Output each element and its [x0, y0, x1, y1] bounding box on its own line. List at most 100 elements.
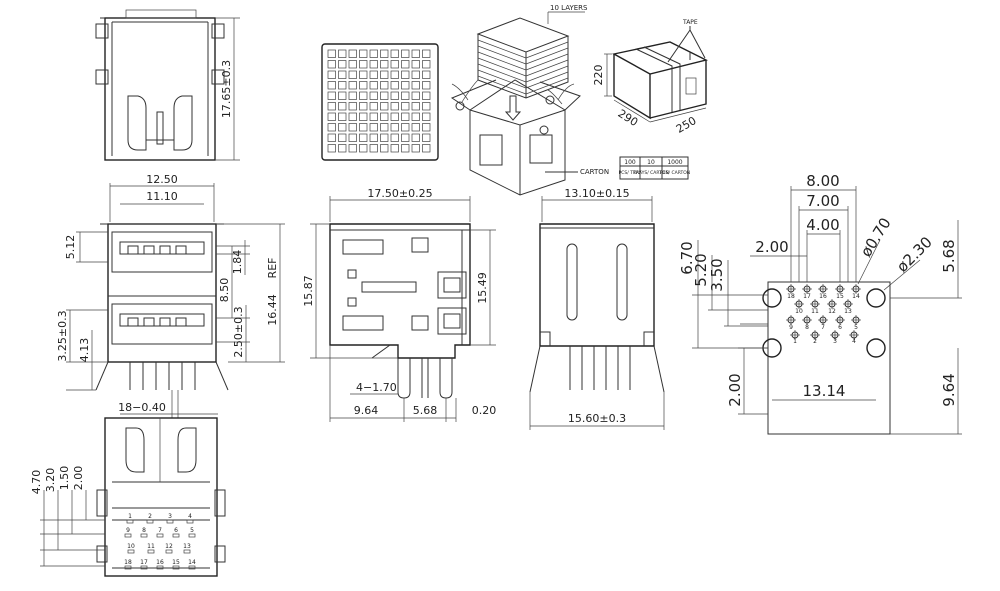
tray-cell [422, 91, 431, 100]
tray-cell [380, 133, 389, 142]
bv-pin-15: 15 [172, 559, 180, 566]
profile-h-left: 15.87 [302, 275, 315, 307]
bv-pin-7: 7 [158, 527, 162, 534]
tray-cell [401, 70, 410, 79]
tray-cell [359, 70, 368, 79]
packaging: CARTON 10 LAYERS [321, 4, 709, 196]
tray-cell [327, 102, 336, 111]
profile-holes-dim: 4−1.70 [356, 381, 397, 394]
fp-pin-18: 18 [787, 293, 795, 300]
tray-cell [348, 70, 357, 79]
tray-cell [369, 112, 378, 121]
profile-top-dim: 17.50±0.25 [367, 187, 432, 200]
tray-cell [380, 91, 389, 100]
fp-d520: 5.20 [692, 253, 710, 286]
tray-cell [380, 102, 389, 111]
side-view: 17.65±0.3 [95, 9, 240, 161]
tray-cell [359, 49, 368, 58]
tray-cell [401, 133, 410, 142]
fp-d670: 6.70 [678, 241, 696, 274]
tray-cell [327, 133, 336, 142]
fp-d070: ø0.70 [857, 215, 895, 261]
tray-cell [348, 144, 357, 153]
bv-pin-5: 5 [190, 527, 194, 534]
dim-850: 8.50 [218, 278, 231, 303]
tray-cell [390, 70, 399, 79]
bv-pin-13: 13 [183, 543, 191, 550]
tray-cell [401, 102, 410, 111]
front-width-inner: 11.10 [146, 190, 178, 203]
tray-cell [327, 91, 336, 100]
bv-pin-10: 10 [127, 543, 135, 550]
tray-cell [390, 60, 399, 69]
fp-d800: 8.00 [806, 172, 839, 190]
taped-box: TAPE 220 290 250 [592, 19, 709, 136]
layers-label: 10 LAYERS [550, 4, 588, 12]
tray-cell [338, 144, 347, 153]
rear-top-dim: 13.10±0.15 [564, 187, 629, 200]
fp-pin-13: 13 [844, 308, 852, 315]
bv-pin-9: 9 [126, 527, 130, 534]
fp-pin-6: 6 [838, 324, 842, 331]
fp-pin-3: 3 [833, 338, 837, 345]
dim-pins: 18−0.40 [118, 401, 166, 414]
pack-val-2: 10 [647, 159, 655, 166]
bv-pin-11: 11 [147, 543, 155, 550]
tray-cell [338, 81, 347, 90]
tray-cell [369, 70, 378, 79]
rear-view: 13.10±0.15 15.60±0.3 [529, 187, 665, 430]
fp-d400: 4.00 [806, 216, 839, 234]
tray-cell [327, 70, 336, 79]
tape-label: TAPE [682, 19, 698, 26]
bv-pin-2: 2 [148, 513, 152, 520]
tray-cell [401, 81, 410, 90]
pack-val-1: 100 [624, 159, 636, 166]
tray-cell [401, 123, 410, 132]
bv-dim-200: 2.00 [72, 466, 85, 491]
bv-pin-12: 12 [165, 543, 173, 550]
bv-pin-4: 4 [188, 513, 192, 520]
tray-cell [380, 144, 389, 153]
tray-cell [380, 60, 389, 69]
tray-cell [359, 123, 368, 132]
tray-cell [390, 81, 399, 90]
tray-cell [411, 133, 420, 142]
tray-cell [369, 144, 378, 153]
tray-cell [359, 81, 368, 90]
fp-pin-14: 14 [852, 293, 860, 300]
tray-cell [422, 144, 431, 153]
side-profile: 17.50±0.25 15.87 15.49 4−1.70 [302, 187, 496, 422]
bv-pin-6: 6 [174, 527, 178, 534]
mount-hole-tr [866, 288, 886, 308]
pcb-footprint: 18 17 16 15 14 10 11 12 13 9 8 7 6 5 1 2… [678, 172, 962, 435]
bv-pin-16: 16 [156, 559, 164, 566]
fp-d350: 3.50 [708, 258, 726, 291]
fp-d200: 2.00 [755, 238, 788, 256]
fp-d230: ø2.30 [893, 233, 936, 276]
dim-512: 5.12 [64, 235, 77, 260]
tray-cell [348, 133, 357, 142]
side-view-height-dim: 17.65±0.3 [220, 60, 233, 118]
tray-cell [348, 49, 357, 58]
tray-cell [390, 102, 399, 111]
mount-hole-tl [762, 288, 782, 308]
tray-cell [359, 112, 368, 121]
tray-cell [380, 70, 389, 79]
tray-cell [422, 49, 431, 58]
pin-grid [786, 284, 861, 340]
tray-cell [380, 81, 389, 90]
tray-cell [411, 70, 420, 79]
front-width-outer: 12.50 [146, 173, 178, 186]
tray-cell [369, 81, 378, 90]
dim-1644: 16.44 [266, 294, 279, 326]
tray-cell [338, 70, 347, 79]
fp-pin-9: 9 [789, 324, 793, 331]
tray-cell [369, 60, 378, 69]
tray-cell [327, 81, 336, 90]
fp-pin-12: 12 [828, 308, 836, 315]
tray-cell [327, 123, 336, 132]
bv-dim-470: 4.70 [30, 470, 43, 495]
bottom-view: 1 2 3 4 9 8 7 6 5 10 11 12 13 18 17 16 1… [30, 417, 226, 577]
profile-b-964: 9.64 [354, 404, 379, 417]
